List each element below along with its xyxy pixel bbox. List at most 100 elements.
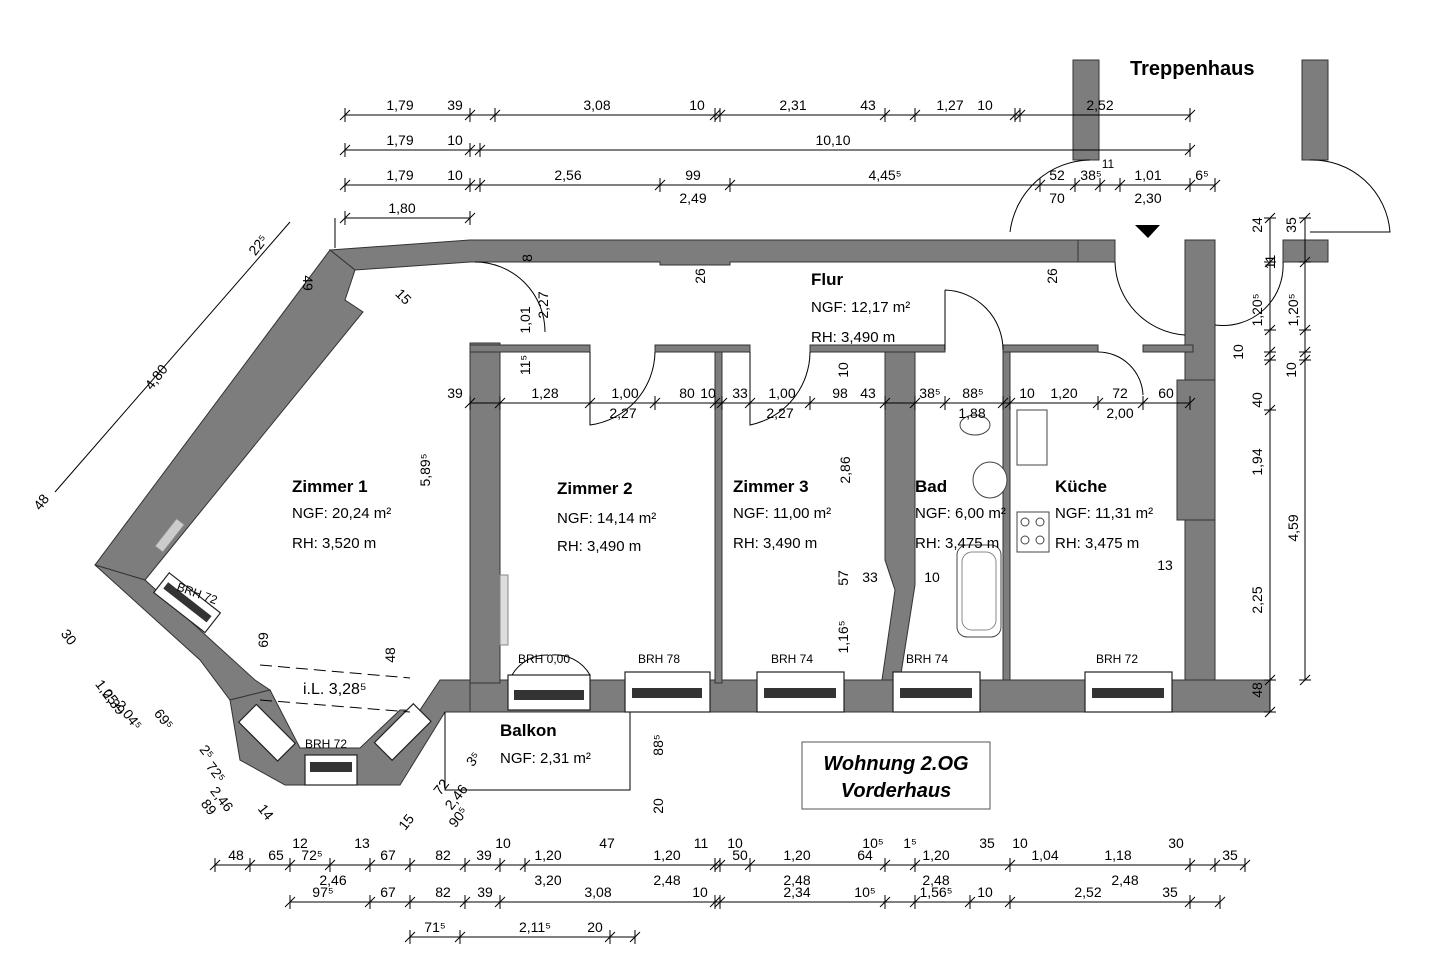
wall-stair-left-stub [1077,239,1116,263]
dimension-label: 4,59 [1285,514,1301,541]
dimension-label: 22⁵ [245,232,271,259]
dimension-label: 38⁵ [919,385,940,401]
dimension-label: 5,89⁵ [417,453,433,486]
dimension-label: 10 [924,569,940,585]
dimension-label: 11 [694,835,709,851]
dimension-label: 26 [1044,268,1060,284]
dimension-label: 99 [685,167,701,183]
window-4: BRH 78 [624,652,711,713]
radiator-icon [154,517,186,553]
dimension-label: 10 [700,385,716,401]
dimension-label: 10 [447,132,463,148]
title-line1: Wohnung 2.OG [823,753,968,775]
dimension-label: 2,48 [1111,872,1138,888]
dimension-label: 1,79 [386,167,413,183]
dimension-label: 48 [228,847,244,863]
svg-text:NGF: 14,14 m²: NGF: 14,14 m² [557,510,656,527]
dimension-label: 8 [519,254,535,262]
dimension-label: 97⁵ [312,884,333,900]
door-stair-lower [1214,261,1284,327]
dimension-label: 33 [732,385,748,401]
svg-text:Balkon: Balkon [500,721,557,740]
dimension-label: 88⁵ [962,385,983,401]
svg-text:Flur: Flur [811,270,843,289]
dimension-label: 15 [395,811,417,833]
dimension-label: 48 [382,647,398,663]
svg-text:NGF: 12,17 m²: NGF: 12,17 m² [811,299,910,316]
dimension-label: 2,30 [1134,190,1161,206]
svg-text:BRH 74: BRH 74 [771,652,813,666]
dimension-label: 12 [292,835,308,851]
wall-corr-3 [809,344,946,353]
dimension-label: 88⁵ [650,734,666,755]
svg-text:NGF: 2,31 m²: NGF: 2,31 m² [500,750,591,767]
door-stair-right [1309,159,1391,233]
dimension-label: 10 [689,97,705,113]
dimension-label: 24 [1249,217,1265,233]
dimension-label: 10 [1283,362,1299,378]
svg-text:Zimmer 1: Zimmer 1 [292,477,368,496]
window-6: BRH 74 [892,652,981,713]
wall-corr-2 [654,344,751,353]
dimension-label: 26 [692,268,708,284]
dimension-label: 2,52 [1074,884,1101,900]
wall-right-chimney [1176,379,1216,521]
bay-dashes: i.L. 3,28⁵ [259,664,411,713]
dimension-label: 1,18 [1104,847,1131,863]
svg-text:BRH 72: BRH 72 [305,737,347,751]
dimension-label: 1,79 [386,132,413,148]
door-kueche [1097,351,1144,396]
dimension-label: 38⁵ [1080,167,1101,183]
dimension-label: 60 [1158,385,1174,401]
dimension-label: 82 [435,847,451,863]
dimension-label: 39 [476,847,492,863]
dimension-label: 39 [447,385,463,401]
window-5: BRH 74 [756,652,845,713]
entrance-arrow-icon [1135,225,1160,238]
dimension-label: 1,88 [958,405,985,421]
dimension-label: 2,86 [837,456,853,483]
dimension-label: 2,34 [783,884,810,900]
dimension-label: 2,48 [783,872,810,888]
dimension-label: 39 [477,884,493,900]
sink-icon [959,414,991,436]
dimension-label: 69 [255,632,271,648]
dimension-label: 1,20 [783,847,810,863]
dimension-label: 3,08 [583,97,610,113]
dimension-label: 57 [835,570,851,586]
dimension-label: 2,48 [653,872,680,888]
dimension-label: 1,80 [388,200,415,216]
door-zimmer3 [749,351,811,426]
dimension-label: 2,46 [319,872,346,888]
dimension-label: 2,27 [535,291,551,318]
dimension-label: 30 [1168,835,1184,851]
dimension-label: 2,48 [922,872,949,888]
dimension-label: 72⁵ [301,847,322,863]
wall-z1-z2 [469,342,501,684]
wall-bay-bottom [229,679,476,786]
dimension-label: 2,11⁵ [519,919,551,935]
room-zimmer3: Zimmer 3 NGF: 11,00 m² RH: 3,490 m [733,477,831,552]
door-bad [944,289,1004,351]
svg-text:Bad: Bad [915,477,947,496]
dimension-label: 1,28 [531,385,558,401]
stair-wall-left [1072,59,1100,161]
dimension-label: 1,16⁵ [835,620,851,653]
wall-corr-4 [1002,344,1099,353]
svg-text:RH: 3,475 m: RH: 3,475 m [1055,535,1139,552]
dimension-label: 1,20 [922,847,949,863]
svg-text:NGF: 20,24 m²: NGF: 20,24 m² [292,505,391,522]
balcony-outline [444,712,631,791]
dimension-label: 13 [354,835,370,851]
window-7: BRH 72 [1084,652,1173,713]
windows: BRH 72 BRH 72 BRH 0,00 BRH 78 BRH 74 [152,572,1173,786]
dimension-label: 13 [1157,557,1173,573]
window-2: BRH 72 [237,702,432,786]
dimension-label: 10,10 [815,132,850,148]
dimension-label: 1,20 [534,847,561,863]
dimension-label: 1,79 [386,97,413,113]
dimension-label: 10 [1230,344,1246,360]
dimension-label: 52 [1049,167,1065,183]
